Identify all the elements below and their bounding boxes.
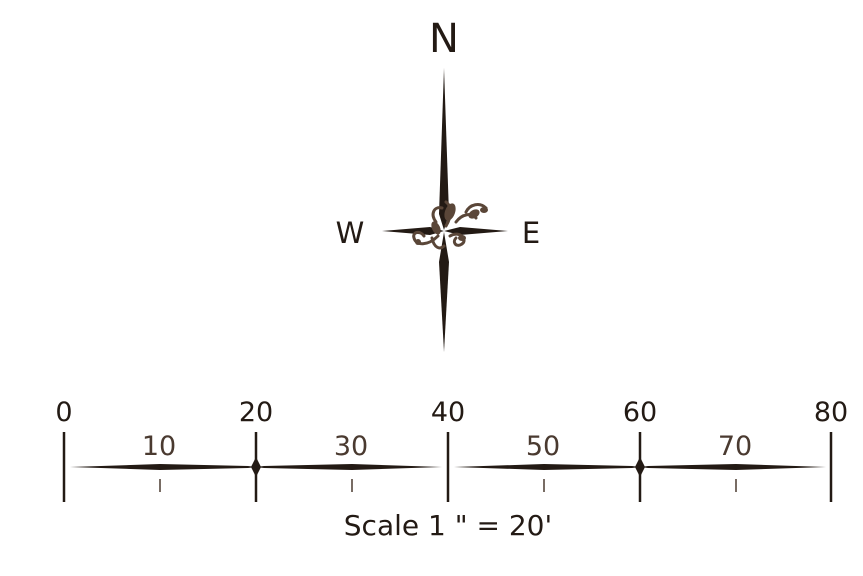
scale-diamond-marker-icon [251, 457, 261, 477]
scale-minor-label: 70 [718, 431, 752, 462]
scale-major-label: 60 [623, 397, 657, 428]
compass-east-label: E [522, 216, 540, 250]
scale-major-label: 80 [814, 397, 848, 428]
scale-bar: 0 20 40 60 80 10 30 50 70 [55, 397, 848, 542]
scale-diamond-markers [251, 457, 645, 477]
compass-north-needle [439, 68, 449, 230]
scale-minor-ticks [159, 479, 737, 492]
scale-bar-segments [70, 464, 826, 470]
compass-east-arm [444, 227, 508, 235]
compass-west-arm [382, 227, 444, 235]
compass-north-label: N [429, 16, 459, 62]
scale-segment-0-20 [70, 464, 256, 470]
scale-major-label: 0 [55, 397, 72, 428]
compass-south-needle [439, 232, 449, 352]
compass-rose: N W E [336, 16, 540, 352]
scale-segment-60-80 [640, 464, 826, 470]
scale-segment-20-40 [256, 464, 442, 470]
scale-major-label: 40 [431, 397, 465, 428]
scale-minor-label: 30 [334, 431, 368, 462]
compass-west-label: W [336, 216, 365, 250]
scale-segment-40-60 [454, 464, 640, 470]
scale-diamond-marker-icon [635, 457, 645, 477]
compass-flourish-leaves-icon [415, 203, 488, 245]
scale-major-label: 20 [239, 397, 273, 428]
scale-caption: Scale 1 " = 20' [344, 509, 552, 542]
scale-minor-label: 50 [526, 431, 560, 462]
scale-minor-label: 10 [142, 431, 176, 462]
